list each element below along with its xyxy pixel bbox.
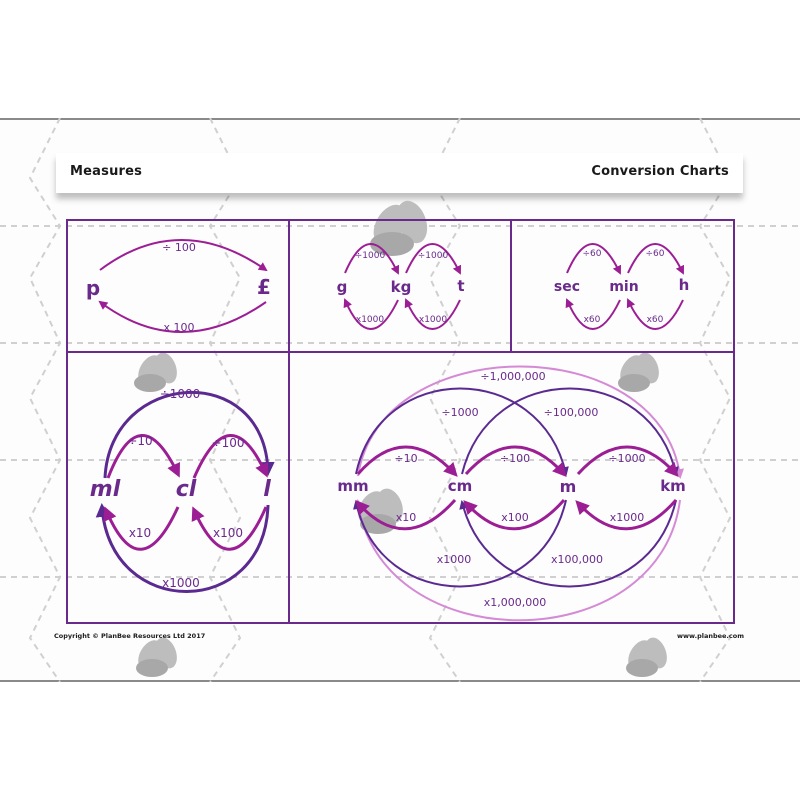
mass-multiply-label-1: x1000 [356, 315, 385, 325]
capacity-multiply-arrow-cl-ml [103, 506, 180, 551]
capacity-multiply-label-2: x100 [213, 526, 243, 540]
capacity-multiply-label-1: x10 [129, 526, 151, 540]
length-unit-m: m [560, 477, 577, 496]
length-panel: mm cm m km ÷1,000,000 ÷1000 ÷100,000 ÷10… [337, 365, 686, 622]
capacity-unit-cl: cl [176, 477, 197, 502]
length-divide-label-2: ÷100 [500, 452, 530, 465]
mass-multiply-label-2: x1000 [419, 315, 448, 325]
length-multiply-arrow-m-cm [463, 499, 566, 531]
mass-unit-kg: kg [391, 278, 412, 296]
capacity-divide-arrow-ml-cl [106, 434, 180, 479]
mass-unit-g: g [337, 278, 348, 296]
mass-unit-t: t [457, 277, 464, 295]
length-unit-km: km [660, 477, 686, 495]
capacity-multiply-arrow-l-cl [191, 506, 268, 551]
money-divide-arrow [99, 239, 268, 272]
length-mid-multiply-label-1: x1000 [437, 553, 472, 566]
length-divide-label-3: ÷1000 [608, 452, 645, 465]
mass-multiply-arrow-t-kg [404, 298, 461, 330]
bee-watermark-icon [618, 352, 659, 392]
money-multiply-arrow [98, 300, 267, 333]
header-title-conversion-charts: Conversion Charts [591, 164, 729, 179]
length-outer-multiply-arrow [354, 499, 681, 622]
header-title-measures: Measures [70, 164, 143, 179]
bee-watermark-icon [136, 637, 177, 677]
bee-watermark-icon [370, 200, 428, 256]
time-divide-label-2: ÷60 [646, 249, 665, 259]
time-unit-sec: sec [554, 279, 580, 295]
time-multiply-label-2: x60 [647, 315, 664, 325]
money-panel: p £ ÷ 100 x 100 [86, 239, 271, 334]
mass-divide-label-2: ÷1000 [418, 251, 449, 261]
copyright-text: Copyright © PlanBee Resources Ltd 2017 [54, 632, 206, 640]
length-divide-arrow-m-km [576, 445, 679, 477]
capacity-divide-label-1: ÷10 [127, 434, 152, 448]
capacity-divide-arrow-cl-l [192, 434, 269, 479]
money-unit-p: p [86, 276, 100, 300]
time-divide-arrow-min-h [627, 243, 685, 275]
time-multiply-arrow-min-sec [565, 298, 621, 330]
length-outer-multiply-label: x1,000,000 [484, 596, 547, 609]
length-multiply-arrow-km-m [575, 499, 678, 531]
title-banner: Measures Conversion Charts [56, 153, 743, 193]
mass-panel: g kg t ÷1000 ÷1000 x1000 x1000 [337, 243, 465, 330]
time-multiply-label-1: x60 [584, 315, 601, 325]
length-mid-multiply-label-2: x100,000 [551, 553, 603, 566]
length-multiply-label-1: x10 [396, 511, 417, 524]
chart-grid-frame [66, 219, 735, 624]
bee-watermark-icon [134, 352, 177, 392]
capacity-outer-divide-arrow [103, 391, 275, 479]
time-unit-min: min [609, 279, 638, 295]
mass-multiply-arrow-kg-g [343, 298, 399, 330]
length-multiply-arrow-cm-mm [355, 499, 457, 531]
capacity-divide-label-2: ÷100 [212, 436, 245, 450]
capacity-unit-ml: ml [90, 477, 121, 502]
length-unit-mm: mm [337, 477, 368, 495]
money-unit-pound: £ [257, 275, 271, 299]
length-divide-arrow-cm-m [464, 445, 567, 477]
capacity-unit-l: l [263, 477, 271, 502]
capacity-outer-multiply-label: x1000 [162, 576, 200, 590]
capacity-panel: ml cl l ÷1000 ÷10 ÷100 x10 x100 x1000 [90, 387, 275, 593]
length-outer-divide-label: ÷1,000,000 [480, 370, 545, 383]
length-mid-divide-label-2: ÷100,000 [544, 406, 599, 419]
bee-watermark-icon [626, 637, 667, 677]
bee-watermark-icon [358, 488, 403, 534]
capacity-outer-multiply-arrow [95, 503, 270, 593]
length-divide-label-1: ÷10 [394, 452, 417, 465]
money-multiply-label: x 100 [163, 321, 194, 334]
length-divide-arrow-mm-cm [356, 445, 458, 477]
length-mid-divide-label-1: ÷1000 [441, 406, 478, 419]
capacity-outer-divide-label: ÷1000 [160, 387, 201, 401]
website-text: www.planbee.com [677, 632, 744, 640]
length-mid-multiply-arrow-m-mm [353, 499, 567, 588]
mass-divide-label-1: ÷1000 [355, 251, 386, 261]
length-mid-divide-arrow-mm-m [355, 387, 569, 476]
time-divide-label-1: ÷60 [583, 249, 602, 259]
length-multiply-label-3: x1000 [610, 511, 645, 524]
length-multiply-label-2: x100 [501, 511, 529, 524]
length-unit-cm: cm [448, 477, 473, 495]
length-mid-divide-arrow-cm-km [461, 387, 679, 476]
mass-divide-arrow-kg-t [405, 243, 462, 275]
length-mid-multiply-arrow-km-cm [459, 499, 677, 588]
mass-divide-arrow-g-kg [344, 243, 400, 275]
time-multiply-arrow-h-min [626, 298, 684, 330]
money-divide-label: ÷ 100 [162, 241, 196, 254]
time-unit-h: h [679, 276, 690, 294]
time-divide-arrow-sec-min [566, 243, 622, 275]
time-panel: sec min h ÷60 ÷60 x60 x60 [554, 243, 690, 330]
